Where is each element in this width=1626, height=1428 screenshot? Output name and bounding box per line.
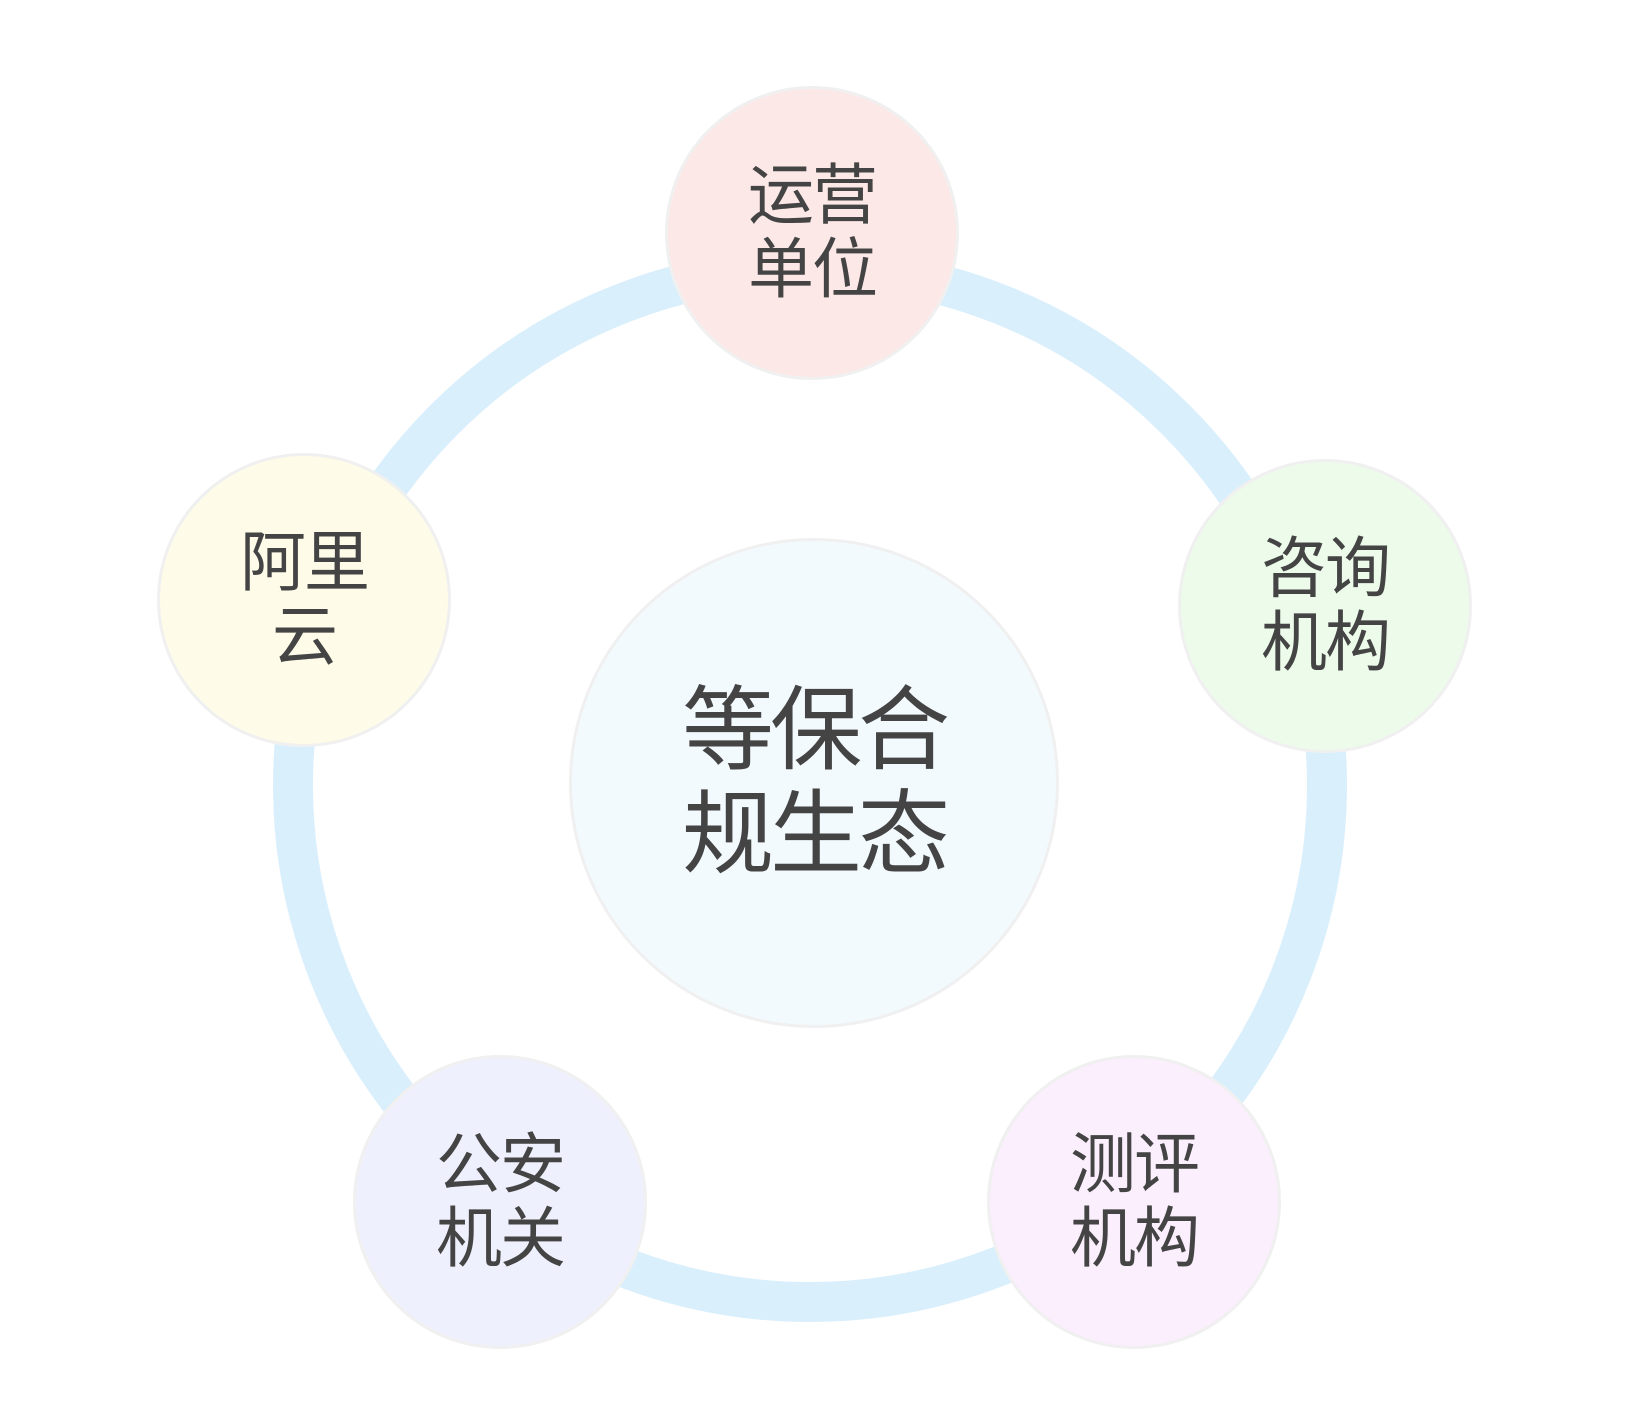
node-operating-unit-label: 运营 单位 — [748, 157, 878, 308]
node-public-security-label: 公安 机关 — [436, 1126, 566, 1277]
node-consulting-agency-label: 咨询 机构 — [1261, 530, 1391, 681]
node-operating-unit: 运营 单位 — [665, 86, 959, 380]
node-alibaba-cloud-label: 阿里 云 — [240, 524, 370, 675]
node-public-security: 公安 机关 — [353, 1055, 647, 1349]
center-node-label: 等保合 规生态 — [681, 677, 950, 888]
node-assessment-agency: 测评 机构 — [987, 1055, 1281, 1349]
node-alibaba-cloud: 阿里 云 — [157, 453, 451, 747]
node-consulting-agency: 咨询 机构 — [1178, 459, 1472, 753]
center-node: 等保合 规生态 — [569, 538, 1059, 1028]
node-assessment-agency-label: 测评 机构 — [1070, 1126, 1200, 1277]
